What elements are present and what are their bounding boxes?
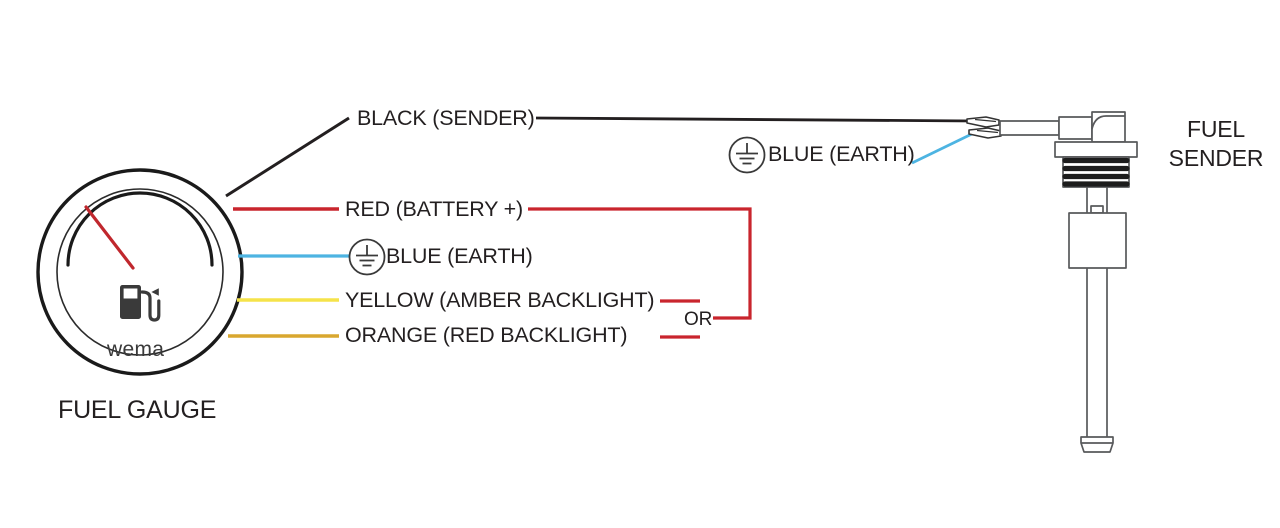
label-orange-red-backlight: ORANGE (RED BACKLIGHT) [345, 323, 628, 347]
fuel-gauge-graphic [36, 168, 244, 376]
wire-black-sender-lead [225, 116, 350, 198]
label-fuel-sender-caption: FUEL SENDER [1162, 115, 1270, 173]
label-black-sender: BLACK (SENDER) [357, 106, 535, 130]
label-fuel-gauge-caption: FUEL GAUGE [58, 396, 217, 424]
fuel-pump-icon [120, 285, 161, 322]
gauge-needle [84, 205, 135, 270]
wire-red-or-junction-route [528, 207, 752, 320]
label-fuel-sender-line2: SENDER [1168, 144, 1264, 171]
label-or-junction: OR [684, 309, 713, 330]
gauge-brand-label: wema [107, 338, 165, 361]
label-blue-earth-sender: BLUE (EARTH) [768, 142, 915, 166]
label-yellow-amber-backlight: YELLOW (AMBER BACKLIGHT) [345, 288, 655, 312]
fuel-sender-graphic [966, 111, 1138, 453]
gauge-scale-arc [66, 191, 214, 267]
earth-ground-icon-sender [728, 136, 766, 174]
wire-blue-earth-sender-run [911, 129, 979, 165]
label-fuel-sender-line1: FUEL [1187, 116, 1245, 142]
label-red-battery: RED (BATTERY +) [345, 197, 523, 221]
gauge-dial-face [56, 188, 224, 356]
earth-ground-icon-gauge [348, 238, 386, 276]
wire-black-sender-run [535, 116, 976, 123]
label-blue-earth-gauge: BLUE (EARTH) [386, 244, 533, 268]
